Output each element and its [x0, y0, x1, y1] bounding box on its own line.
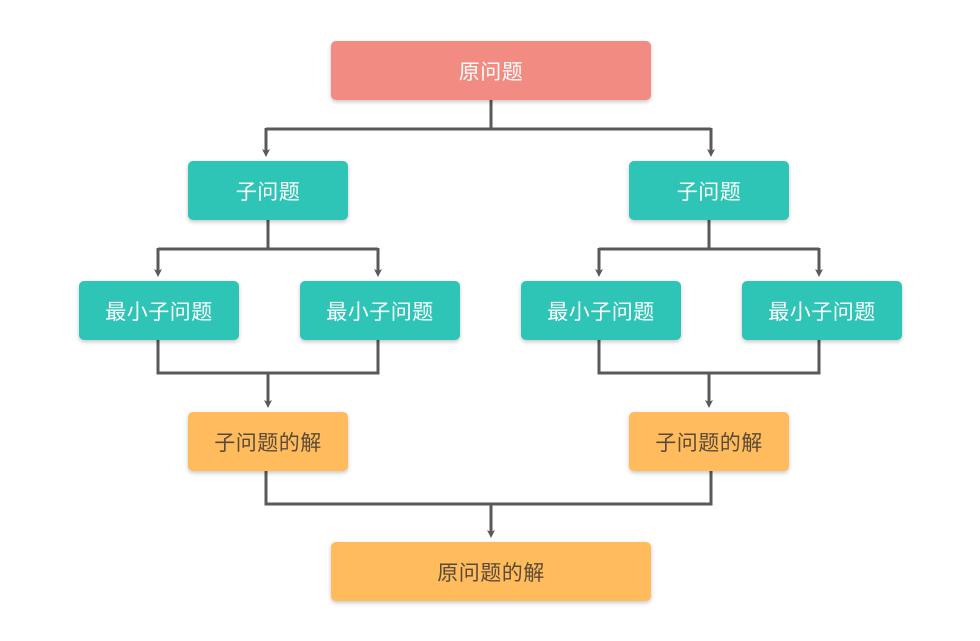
subproblem-solution-node-left: 子问题的解 — [188, 412, 348, 471]
smallest-subproblem-node-2: 最小子问题 — [300, 281, 460, 340]
connector-merge-left — [156, 340, 380, 375]
subproblem-solution-node-right: 子问题的解 — [629, 412, 789, 471]
original-problem-label: 原问题 — [458, 59, 524, 84]
subproblem-solution-label: 子问题的解 — [214, 430, 322, 455]
connector-merge-final — [264, 471, 713, 506]
subproblem-node-left: 子问题 — [188, 161, 348, 220]
smallest-subproblem-label: 最小子问题 — [547, 299, 655, 324]
connector-sub-right-split — [599, 220, 819, 251]
original-solution-node: 原问题的解 — [331, 542, 651, 601]
original-solution-label: 原问题的解 — [437, 560, 545, 585]
smallest-subproblem-label: 最小子问题 — [105, 299, 213, 324]
connector-merge-right — [597, 340, 821, 375]
smallest-subproblem-node-3: 最小子问题 — [521, 281, 681, 340]
connector-root-split — [266, 100, 711, 131]
smallest-subproblem-label: 最小子问题 — [768, 299, 876, 324]
smallest-subproblem-label: 最小子问题 — [326, 299, 434, 324]
original-problem-node: 原问题 — [331, 41, 651, 100]
smallest-subproblem-node-1: 最小子问题 — [79, 281, 239, 340]
smallest-subproblem-node-4: 最小子问题 — [742, 281, 902, 340]
subproblem-label: 子问题 — [235, 179, 301, 204]
connector-sub-left-split — [158, 220, 378, 251]
subproblem-node-right: 子问题 — [629, 161, 789, 220]
subproblem-solution-label: 子问题的解 — [655, 430, 763, 455]
subproblem-label: 子问题 — [676, 179, 742, 204]
